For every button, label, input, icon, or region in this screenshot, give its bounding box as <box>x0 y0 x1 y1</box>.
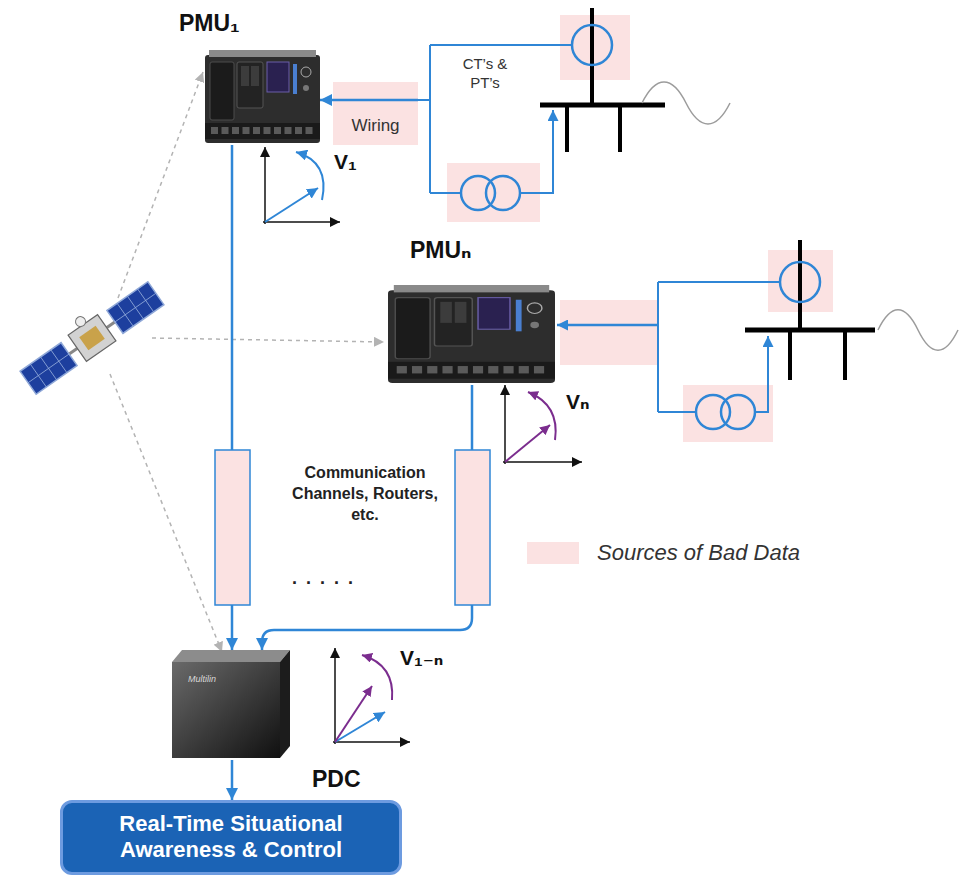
legend-swatch <box>527 542 579 564</box>
channel-note: Communication Channels, Routers, etc. <box>292 463 438 525</box>
wiring-box: Wiring <box>333 82 418 145</box>
control-box: Real-Time Situational Awareness & Contro… <box>60 800 402 875</box>
pmu-name: PMU₁ <box>179 10 240 37</box>
channel-box <box>215 450 250 605</box>
phasor-label: Vₙ <box>566 390 590 414</box>
ellipsis-dots: . . . . . <box>292 568 355 589</box>
pdc-drawing <box>170 650 290 760</box>
control-label: Real-Time Situational Awareness & Contro… <box>99 811 363 864</box>
signal-connector <box>320 99 333 102</box>
phasor-label: V₁ <box>334 150 357 174</box>
pdc-name: PDC <box>312 766 361 793</box>
phasor-v1n <box>333 648 410 744</box>
time-sync-links <box>110 72 384 652</box>
pmu-device: PMU₁ <box>205 50 320 145</box>
pmu-drawing <box>205 50 320 145</box>
phasor-v1 <box>263 147 340 224</box>
signal-connector <box>262 385 472 650</box>
pmu-drawing <box>388 285 555 385</box>
pmu1-circuit <box>418 8 730 222</box>
pmun-circuit <box>557 240 958 442</box>
gps-satellite <box>14 273 165 396</box>
channel-box <box>455 450 490 605</box>
brand-text: Multilin <box>188 674 216 684</box>
legend-text: Sources of Bad Data <box>597 540 800 566</box>
pmu-device: PMUₙ <box>388 285 555 385</box>
ct-pt-label: CT’s & PT’s <box>452 55 518 93</box>
legend-row: Sources of Bad Data <box>527 540 800 566</box>
pmu-name: PMUₙ <box>410 237 472 264</box>
signal-connector <box>231 760 234 800</box>
pdc-device: MultilinPDC <box>170 650 290 760</box>
wiring-label: Wiring <box>333 116 418 136</box>
phasor-label: V₁₋ₙ <box>400 646 443 670</box>
wiring-line <box>333 82 418 145</box>
